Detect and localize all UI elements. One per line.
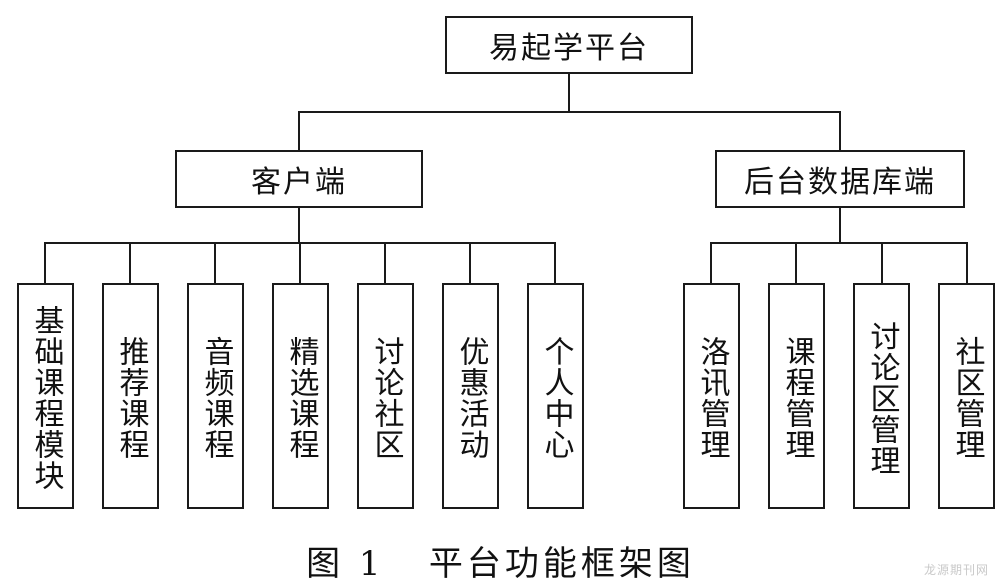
leaf-node: 推荐课程: [102, 283, 159, 509]
leaf-node-label: 基础课程模块: [28, 305, 64, 491]
connector: [710, 242, 968, 244]
leaf-node-label: 推荐课程: [113, 336, 149, 460]
root-node-label: 易起学平台: [489, 31, 649, 66]
connector: [710, 242, 712, 284]
connector: [568, 74, 570, 112]
leaf-node-label: 社区管理: [949, 336, 985, 460]
connector: [298, 111, 841, 113]
backend-node: 后台数据库端: [715, 150, 965, 208]
leaf-node: 优惠活动: [442, 283, 499, 509]
connector: [795, 242, 797, 284]
connector: [214, 242, 216, 284]
connector: [966, 242, 968, 284]
connector: [298, 111, 300, 151]
leaf-node: 个人中心: [527, 283, 584, 509]
connector: [44, 242, 46, 284]
leaf-node: 基础课程模块: [17, 283, 74, 509]
connector: [129, 242, 131, 284]
leaf-node: 精选课程: [272, 283, 329, 509]
watermark: 龙源期刊网: [923, 563, 989, 577]
client-node-label: 客户端: [251, 165, 347, 200]
connector: [881, 242, 883, 284]
leaf-node-label: 精选课程: [283, 336, 319, 460]
connector: [839, 111, 841, 151]
connector: [469, 242, 471, 284]
connector: [298, 208, 300, 243]
leaf-node: 社区管理: [938, 283, 995, 509]
leaf-node: 讨论社区: [357, 283, 414, 509]
leaf-node-label: 课程管理: [779, 336, 815, 460]
leaf-node: 洛讯管理: [683, 283, 740, 509]
connector: [839, 208, 841, 243]
leaf-node-label: 讨论社区: [368, 336, 404, 460]
leaf-node-label: 洛讯管理: [694, 336, 730, 460]
connector: [299, 242, 301, 284]
backend-node-label: 后台数据库端: [744, 165, 936, 200]
connector: [554, 242, 556, 284]
figure-caption: 图 1 平台功能框架图: [306, 544, 695, 584]
connector: [384, 242, 386, 284]
leaf-node: 讨论区管理: [853, 283, 910, 509]
leaf-node: 音频课程: [187, 283, 244, 509]
client-node: 客户端: [175, 150, 423, 208]
leaf-node-label: 优惠活动: [453, 336, 489, 460]
leaf-node-label: 讨论区管理: [864, 320, 900, 476]
leaf-node-label: 音频课程: [198, 336, 234, 460]
leaf-node: 课程管理: [768, 283, 825, 509]
root-node: 易起学平台: [445, 16, 693, 74]
leaf-node-label: 个人中心: [538, 336, 574, 460]
